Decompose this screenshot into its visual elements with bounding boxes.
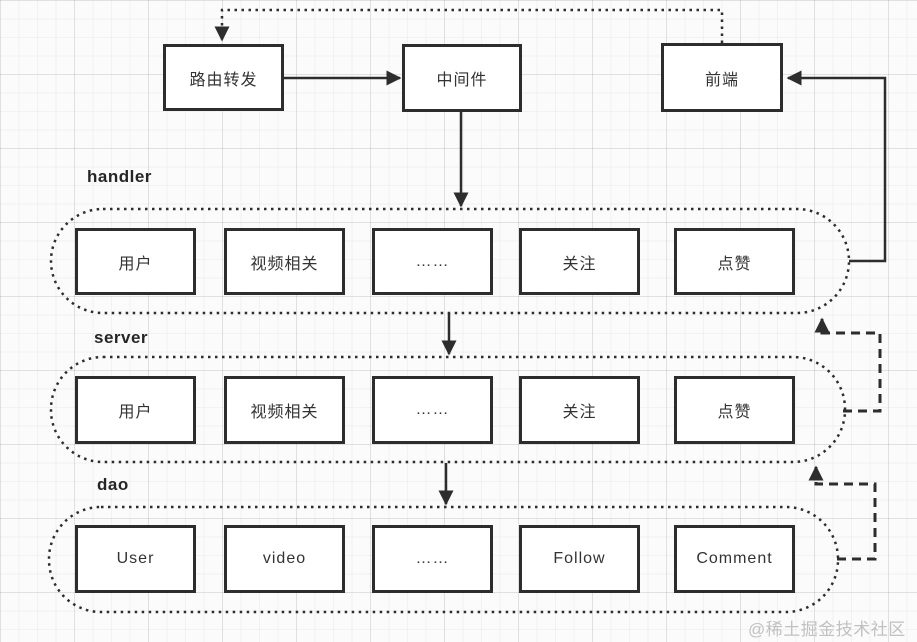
handler-box-like: 点赞: [674, 228, 795, 295]
server-box-video: 视频相关: [224, 376, 345, 444]
server-box-user: 用户: [75, 376, 196, 444]
node-route-forwarding: 路由转发: [163, 44, 284, 111]
arrow-dao-to-server-dashed: [808, 465, 877, 561]
dao-box-comment: Comment: [674, 525, 795, 593]
arrow-frontend-to-route-dotted: [214, 8, 724, 43]
dao-box-follow: Follow: [519, 525, 640, 593]
dao-box-user: User: [75, 525, 196, 593]
arrow-handler-to-frontend: [786, 70, 887, 263]
handler-box-user: 用户: [75, 228, 196, 295]
dao-box-ellipsis: ……: [372, 525, 493, 593]
server-box-follow: 关注: [519, 376, 640, 444]
watermark: @稀土掘金技术社区: [748, 620, 906, 639]
node-frontend: 前端: [661, 43, 783, 112]
handler-box-follow: 关注: [519, 228, 640, 295]
layer-label-handler: handler: [87, 167, 152, 186]
layer-label-server: server: [94, 328, 149, 347]
node-middleware: 中间件: [402, 44, 522, 112]
layer-label-dao: dao: [97, 475, 129, 494]
server-box-ellipsis: ……: [372, 376, 493, 444]
dao-box-video: video: [224, 525, 345, 593]
arrow-server-to-handler-dashed: [814, 317, 882, 413]
handler-box-ellipsis: ……: [372, 228, 493, 295]
handler-box-video: 视频相关: [224, 228, 345, 295]
dao-container-outline: [47, 505, 840, 614]
server-box-like: 点赞: [674, 376, 795, 444]
